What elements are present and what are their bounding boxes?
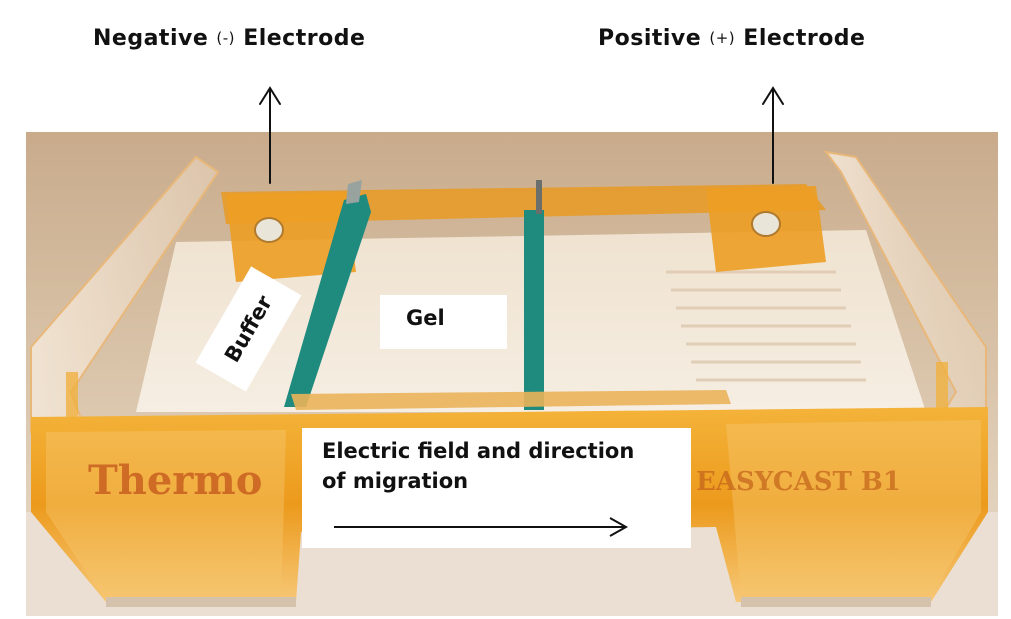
model-text: EASYCAST B1 xyxy=(696,467,901,497)
negative-sign: (-) xyxy=(216,29,236,47)
gel-crossbar xyxy=(291,390,731,410)
positive-label-suffix: Electrode xyxy=(735,26,866,51)
negative-label-suffix: Electrode xyxy=(235,26,366,51)
left-foot xyxy=(106,597,296,607)
back-rail xyxy=(221,184,826,224)
gel-label-text: Gel xyxy=(406,306,445,330)
tray-ridges xyxy=(666,270,866,382)
electric-field-label: Electric field and direction of migratio… xyxy=(302,428,691,548)
left-post xyxy=(66,372,78,427)
negative-electrode-terminal xyxy=(254,217,284,243)
right-foot xyxy=(741,597,931,607)
left-comb-top xyxy=(346,180,362,204)
positive-sign: (+) xyxy=(709,29,736,47)
left-electrode-block xyxy=(226,192,356,282)
migration-arrow xyxy=(334,517,629,537)
right-comb xyxy=(524,210,544,410)
left-comb xyxy=(284,194,371,407)
right-comb-top xyxy=(536,180,542,214)
positive-electrode-terminal xyxy=(751,211,781,237)
right-post xyxy=(936,362,948,417)
migration-arrow-head xyxy=(609,517,629,537)
negative-arrow-head xyxy=(259,86,281,105)
positive-electrode-label: Positive (+) Electrode xyxy=(598,26,865,51)
electric-field-line1: Electric field and direction xyxy=(322,439,635,463)
brand-text: Thermo xyxy=(88,457,262,504)
negative-electrode-label: Negative (-) Electrode xyxy=(93,26,365,51)
front-highlight-right xyxy=(726,420,981,597)
positive-label-text: Positive xyxy=(598,26,710,51)
negative-label-text: Negative xyxy=(93,26,217,51)
front-highlight-left xyxy=(46,430,286,602)
gel-label: Gel xyxy=(380,295,507,349)
positive-arrow-head xyxy=(762,86,784,105)
electric-field-line2: of migration xyxy=(322,469,469,493)
